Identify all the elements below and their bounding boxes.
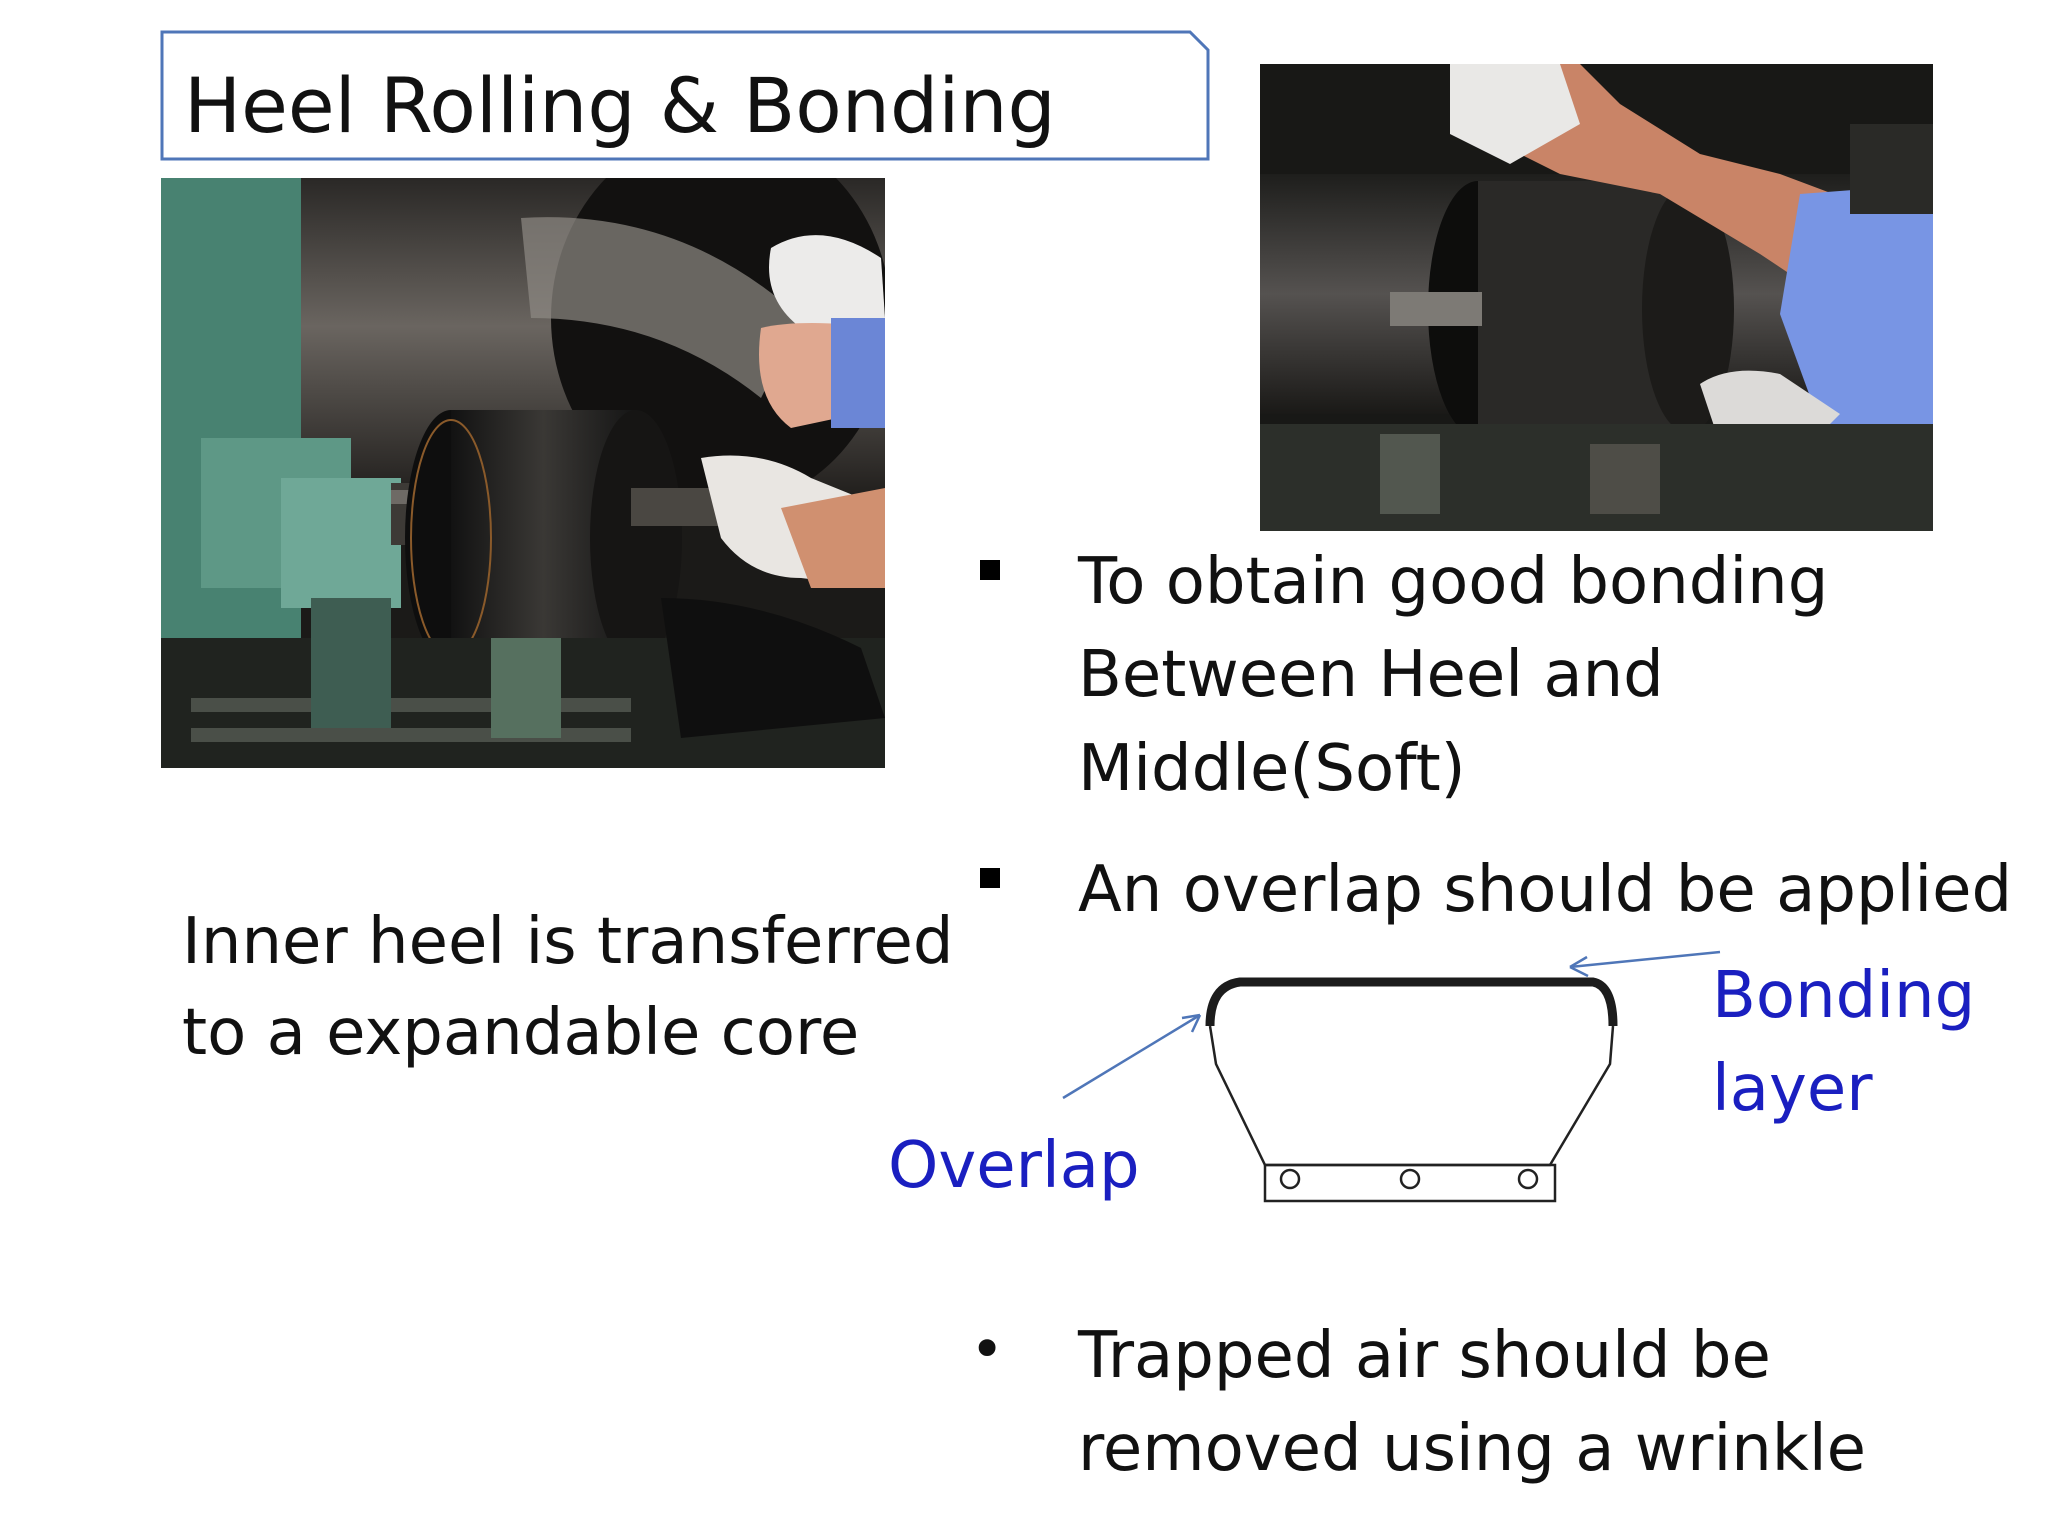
caption-line: Inner heel is transferred: [182, 905, 954, 979]
bullet-item: To obtain good bonding Between Heel and …: [1078, 536, 1828, 816]
photo-core-machine-graphic: [161, 178, 885, 768]
bullet-line: Trapped air should be: [1078, 1319, 1771, 1393]
photo-core-machine: [161, 178, 885, 768]
photo-roll-machine-graphic: [1260, 64, 1933, 531]
bullet-line: Middle(Soft): [1078, 731, 1466, 806]
photo-caption: Inner heel is transferred to a expandabl…: [182, 897, 962, 1079]
photo-roll-machine: [1260, 64, 1933, 531]
label-line: layer: [1712, 1051, 1873, 1126]
slide-title-frame: Heel Rolling & Bonding: [160, 30, 1210, 161]
overlap-diagram-graphic: [1062, 950, 1721, 1203]
bullet-line: An overlap should be applied: [1078, 853, 2013, 927]
bullet-item: An overlap should be applied: [1078, 844, 2012, 937]
label-line: Overlap: [888, 1129, 1140, 1203]
title-frame-outline: [160, 30, 1210, 161]
bullet-line: To obtain good bonding: [1078, 545, 1829, 619]
bullet-square-marker: [980, 868, 1000, 888]
caption-line: to a expandable core: [182, 995, 860, 1070]
label-line: Bonding: [1712, 959, 1976, 1033]
bullet-item: Trapped air should be removed using a wr…: [1078, 1310, 1866, 1497]
bullet-square-marker: [980, 560, 1000, 580]
label-overlap: Overlap: [888, 1120, 1140, 1213]
slide-title: Heel Rolling & Bonding: [184, 61, 1056, 150]
label-bonding-layer: Bonding layer: [1712, 950, 1975, 1136]
overlap-diagram: [1050, 940, 1850, 1230]
bullet-line: Between Heel and: [1078, 638, 1664, 713]
bullet-line: removed using a wrinkle: [1078, 1412, 1866, 1487]
bullet-round-marker: •: [970, 1315, 1005, 1383]
